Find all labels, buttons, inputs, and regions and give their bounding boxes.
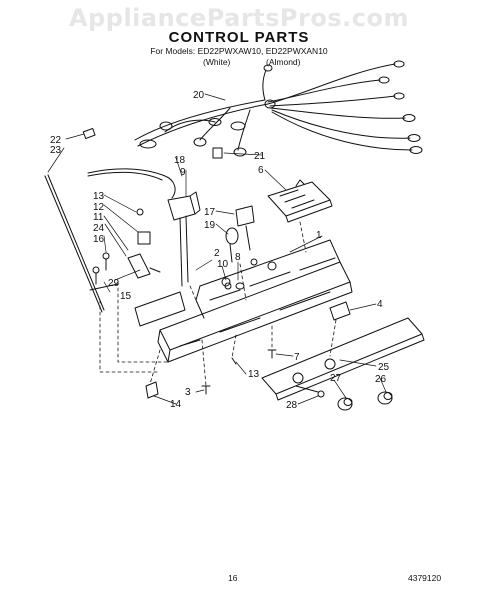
- connector: [212, 147, 223, 159]
- capillary-tube: [87, 168, 176, 199]
- damper-assembly: [89, 208, 161, 291]
- callout-2: 2: [214, 248, 220, 259]
- callout-17: 17: [204, 207, 216, 218]
- callout-1: 1: [316, 230, 322, 241]
- callout-19: 19: [204, 220, 216, 231]
- control-housing: [134, 239, 353, 363]
- page-number: 16: [228, 573, 238, 583]
- light-switch: [225, 205, 255, 263]
- callout-7: 7: [294, 352, 300, 363]
- light-socket: [329, 301, 351, 321]
- callout-18: 18: [174, 155, 186, 166]
- callout-15: 15: [120, 291, 132, 302]
- page-title: CONTROL PARTS: [168, 29, 310, 46]
- callout-26: 26: [375, 374, 387, 385]
- callout-9: 9: [180, 167, 186, 178]
- control-knobs: [295, 385, 393, 411]
- callout-14: 14: [170, 399, 182, 410]
- wiring-harness: [134, 60, 423, 157]
- callout-24: 24: [93, 223, 105, 234]
- fasteners: [145, 282, 277, 399]
- callout-23: 23: [50, 145, 62, 156]
- callout-6: 6: [258, 165, 264, 176]
- callout-25: 25: [378, 362, 390, 373]
- callout-3: 3: [185, 387, 191, 398]
- callout-13: 13: [93, 191, 105, 202]
- reference-lines: [99, 221, 337, 387]
- callout-20: 20: [193, 90, 205, 101]
- callout-27: 27: [330, 373, 342, 384]
- document-number: 4379120: [408, 573, 442, 583]
- callout-11: 11: [93, 212, 104, 223]
- callout-21: 21: [254, 151, 266, 162]
- callout-12: 12: [93, 202, 105, 213]
- callout-29: 29: [108, 278, 120, 289]
- callout-10: 10: [217, 259, 229, 270]
- callout-22: 22: [50, 135, 62, 146]
- callout-4: 4: [377, 299, 383, 310]
- callout-8: 8: [235, 252, 241, 263]
- thermostat: [167, 191, 201, 287]
- leader-lines: [47, 93, 387, 405]
- callout-16: 16: [93, 234, 105, 245]
- model-list: For Models: ED22PWXAW10, ED22PWXAN10: [150, 46, 328, 56]
- color-label-almond: (Almond): [266, 57, 301, 67]
- control-board: [267, 179, 333, 223]
- watermark: AppliancePartsPros.com: [69, 4, 409, 32]
- callout-28: 28: [286, 400, 298, 411]
- color-label-white: (White): [203, 57, 231, 67]
- callout-13b: 13: [248, 369, 260, 380]
- front-panel: [261, 317, 425, 401]
- callout-labels: 20 22 23 18 9 21 6 13 12 11 24 16 17 19 …: [50, 90, 390, 411]
